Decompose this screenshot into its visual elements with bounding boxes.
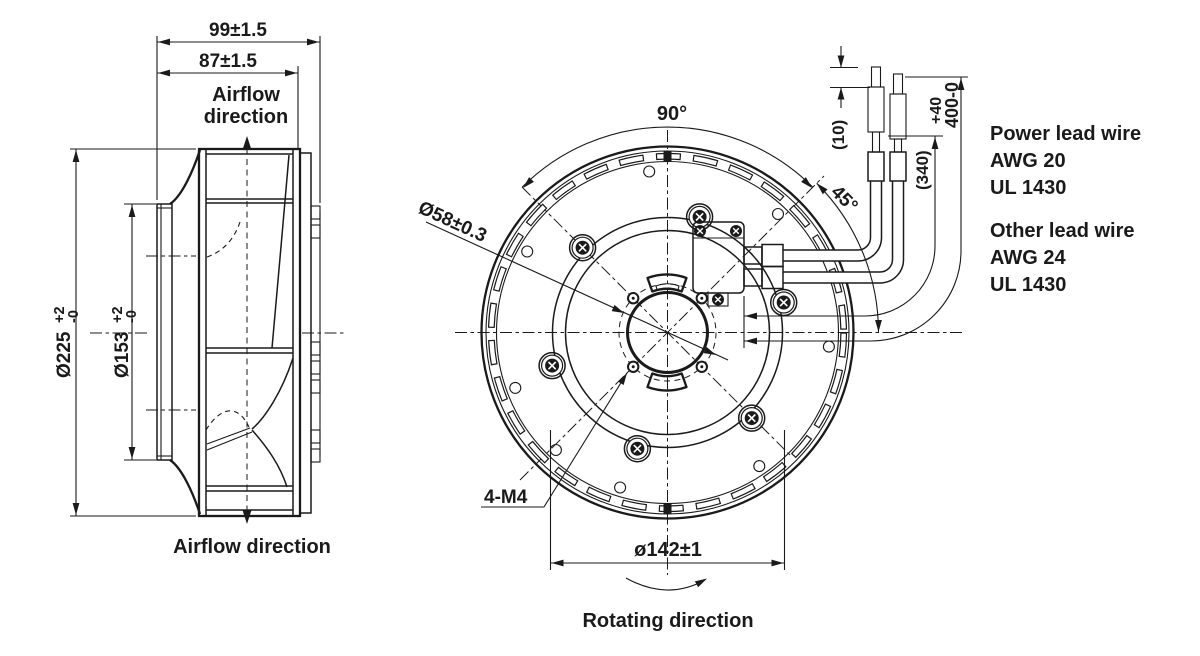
hub-wing-bottom bbox=[646, 372, 688, 392]
other-lead-line3: UL 1430 bbox=[990, 274, 1066, 296]
wire-tip bbox=[892, 73, 904, 95]
wire-sleeve bbox=[867, 151, 885, 182]
dia-153-tol-minus: -0 bbox=[124, 310, 140, 323]
inlet-ring bbox=[156, 203, 173, 461]
power-lead-line2: AWG 20 bbox=[990, 150, 1066, 172]
box-screw bbox=[693, 224, 707, 238]
power-lead-line1: Power lead wire bbox=[990, 123, 1141, 145]
airflow-arrow-up-icon bbox=[242, 136, 252, 150]
front-view: 90° 45° Ø58±0.3 4-M4 bbox=[415, 66, 962, 632]
angle-45-label: 45° bbox=[826, 182, 861, 217]
rim-index-mark-bottom bbox=[663, 503, 672, 514]
plate-screw bbox=[772, 291, 796, 314]
cable-ferrule bbox=[761, 265, 784, 290]
bolt-circle bbox=[618, 283, 717, 382]
dim-dia-153: Ø153 +2 -0 bbox=[110, 203, 156, 461]
bell-mouth-top bbox=[169, 149, 202, 205]
wire-neck bbox=[893, 138, 903, 153]
cable-ferrule bbox=[761, 243, 784, 268]
dim-depth-99: 99±1.5 bbox=[156, 20, 321, 203]
dim-angle-90: 90° bbox=[520, 103, 815, 191]
dim-depth-87: 87±1.5 bbox=[157, 51, 299, 150]
plate-screw bbox=[540, 354, 564, 377]
m4-screw bbox=[627, 360, 640, 373]
bell-mouth-bottom bbox=[169, 459, 202, 515]
plate-screw bbox=[740, 406, 764, 430]
airflow-top-label-2: direction bbox=[204, 106, 288, 128]
plate-screw bbox=[688, 205, 711, 229]
plate-screw bbox=[626, 437, 649, 461]
lead-cables bbox=[743, 66, 907, 290]
m4-screw bbox=[695, 292, 708, 305]
box-screw bbox=[729, 224, 743, 238]
rim-index-mark-top bbox=[663, 151, 672, 162]
other-lead-line2: AWG 24 bbox=[990, 247, 1066, 269]
hub-circle bbox=[626, 291, 709, 374]
box-screw bbox=[711, 292, 725, 307]
hub-assembly bbox=[618, 273, 717, 392]
wire-strip bbox=[889, 93, 907, 140]
m4-screw bbox=[627, 292, 640, 305]
dim-400-tol-plus: +40 bbox=[928, 97, 945, 124]
airflow-top-label-1: Airflow bbox=[212, 84, 280, 106]
airflow-bottom-label: Airflow direction bbox=[173, 536, 331, 558]
wire-sleeve bbox=[889, 151, 907, 182]
mounting-holes bbox=[509, 165, 835, 494]
dia-225-tol-minus: -0 bbox=[66, 310, 82, 323]
dim-to-sleeve: (340) bbox=[744, 135, 943, 320]
other-lead-line1: Other lead wire bbox=[990, 220, 1135, 242]
plate-screw bbox=[571, 236, 594, 260]
dim-340-label: (340) bbox=[913, 150, 932, 190]
side-view: 99±1.5 87±1.5 Airflow direction Airflow … bbox=[52, 20, 344, 558]
dia-225-value: Ø225 bbox=[54, 331, 75, 378]
dim-99-label: 99±1.5 bbox=[209, 20, 267, 41]
motor-plate-terminals bbox=[299, 152, 321, 514]
thread-callout-label: 4-M4 bbox=[484, 487, 528, 508]
housing-rim-circle bbox=[480, 145, 855, 520]
dim-dia-58: Ø58±0.3 bbox=[415, 197, 729, 361]
dim-87-label: 87±1.5 bbox=[199, 51, 257, 72]
lead-wire-dimensions: (10) (340) +40 400-0 Pow bbox=[743, 46, 1141, 348]
wire-tip bbox=[870, 66, 882, 88]
dim-400-label: 400-0 bbox=[942, 82, 962, 128]
dia-225-tol-plus: +2 bbox=[52, 306, 68, 323]
dim-dia-142: ø142±1 bbox=[549, 430, 786, 570]
dia-142-label: ø142±1 bbox=[634, 539, 702, 561]
centerline-diag-45 bbox=[519, 175, 825, 481]
dim-strip-tip: (10) bbox=[829, 46, 870, 150]
motor-body-circle bbox=[564, 229, 771, 436]
wire-strip bbox=[867, 86, 885, 133]
dim-10-label: (10) bbox=[829, 120, 848, 150]
power-lead-note: Power lead wire AWG 20 UL 1430 bbox=[990, 123, 1141, 199]
rotating-direction-label: Rotating direction bbox=[582, 610, 753, 632]
dia-153-value: Ø153 bbox=[112, 332, 133, 378]
motor-plate bbox=[538, 203, 798, 463]
dim-dia-225: Ø225 +2 -0 bbox=[52, 148, 196, 517]
m4-screw bbox=[695, 360, 708, 373]
rotating-direction-arrow bbox=[625, 577, 706, 591]
rotating-direction: Rotating direction bbox=[582, 575, 754, 632]
angle-90-label: 90° bbox=[657, 103, 687, 125]
wire-neck bbox=[871, 131, 881, 153]
slot-ring bbox=[485, 150, 850, 515]
airflow-arrow-down-icon bbox=[242, 510, 252, 524]
dia-153-tol-plus: +2 bbox=[110, 306, 126, 323]
dim-total-length: +40 400-0 bbox=[743, 76, 968, 348]
impeller-blades bbox=[205, 154, 294, 488]
power-lead-line3: UL 1430 bbox=[990, 177, 1066, 199]
callout-4m4: 4-M4 bbox=[481, 371, 630, 508]
other-lead-note: Other lead wire AWG 24 UL 1430 bbox=[990, 220, 1135, 296]
